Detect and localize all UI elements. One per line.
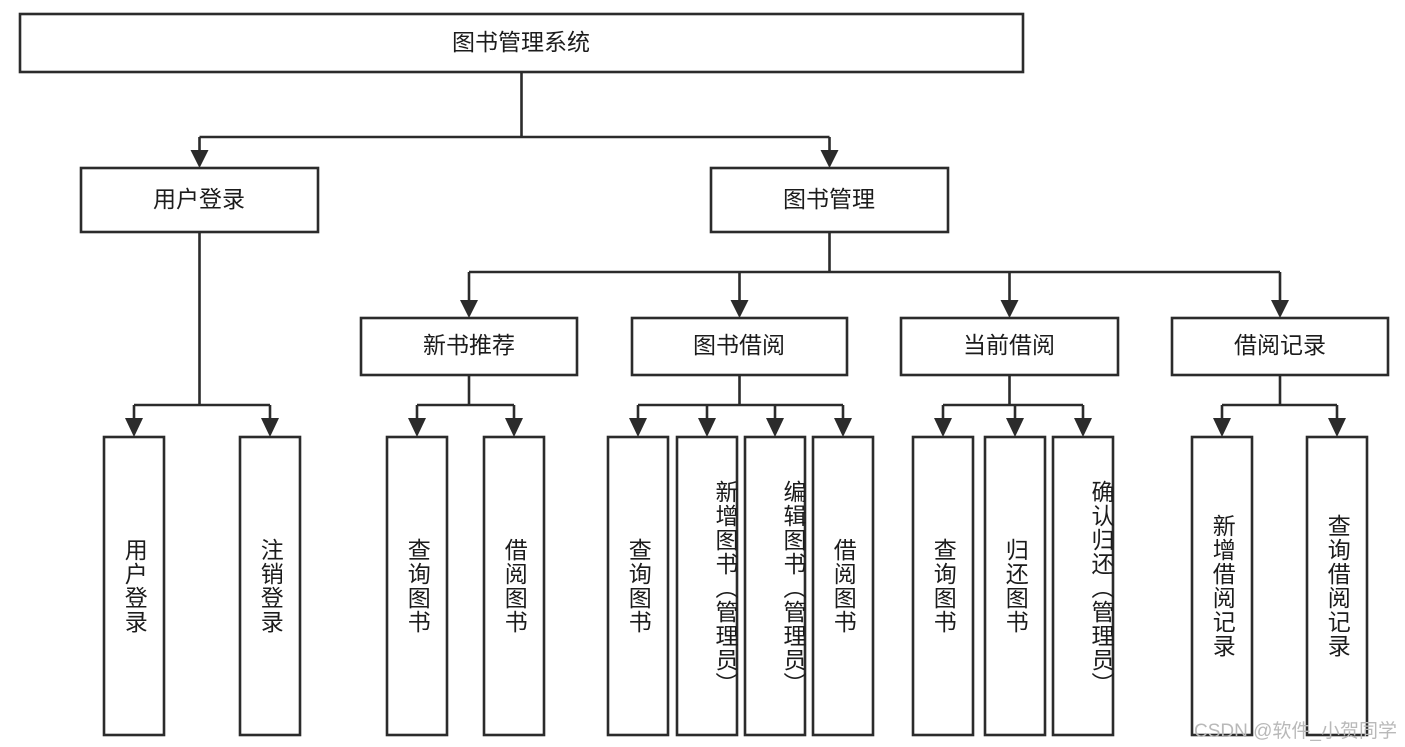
node-current-borrow-box (899, 316, 1120, 377)
arrow-head-current-borrow (1000, 300, 1019, 318)
node-book-manage[interactable]: 图书管理 (709, 166, 950, 234)
arrow-head-leaf-query-book-rec (408, 418, 426, 437)
arrow-head-new-book-rec (460, 300, 478, 318)
node-borrow-record[interactable]: 借阅记录 (1170, 316, 1390, 377)
arrow-head-leaf-edit-book (766, 418, 784, 437)
node-new-book-rec-label: 新书推荐 (423, 332, 515, 358)
connector-group-new-book-rec (408, 375, 523, 437)
node-borrow-record-label: 借阅记录 (1234, 332, 1326, 358)
node-root-box (18, 12, 1025, 74)
arrow-head-leaf-query-record (1328, 418, 1346, 437)
arrow-head-leaf-confirm-return (1074, 418, 1092, 437)
node-leaf-confirm-return-box[interactable] (1051, 435, 1115, 737)
node-root-label: 图书管理系统 (452, 29, 590, 55)
connector-group-root (190, 72, 839, 168)
node-root[interactable]: 图书管理系统 (18, 12, 1025, 74)
node-new-book-rec-box (359, 316, 579, 377)
arrow-head-book-manage (820, 150, 839, 168)
node-leaf-user-logout-box[interactable] (238, 435, 302, 737)
node-leaf-borrow-book-bb-box[interactable] (811, 435, 875, 737)
node-book-borrow-label: 图书借阅 (693, 332, 785, 358)
arrow-head-leaf-query-book-bb (629, 418, 647, 437)
node-leaf-query-book-rec-box[interactable] (385, 435, 449, 737)
arrow-head-leaf-return-book (1006, 418, 1024, 437)
node-leaf-add-record-box[interactable] (1190, 435, 1254, 737)
arrow-head-leaf-borrow-book-bb (834, 418, 852, 437)
leaf-boxes (102, 435, 1369, 737)
connector-group-book-borrow (629, 375, 852, 437)
node-leaf-edit-book-box[interactable] (743, 435, 807, 737)
node-book-manage-box (709, 166, 950, 234)
node-book-borrow-box (630, 316, 849, 377)
arrow-head-book-borrow (730, 300, 749, 318)
node-leaf-query-book-bb-box[interactable] (606, 435, 670, 737)
node-current-borrow[interactable]: 当前借阅 (899, 316, 1120, 377)
arrow-head-leaf-query-book-cb (934, 418, 952, 437)
arrow-head-leaf-user-login (125, 418, 143, 437)
node-borrow-record-box (1170, 316, 1390, 377)
node-leaf-borrow-book-rec-box[interactable] (482, 435, 546, 737)
connector-group-book-manage (460, 232, 1289, 318)
node-user-login-label: 用户登录 (153, 186, 245, 212)
node-new-book-rec[interactable]: 新书推荐 (359, 316, 579, 377)
node-leaf-query-record-box[interactable] (1305, 435, 1369, 737)
arrow-head-leaf-add-book (698, 418, 716, 437)
node-book-manage-label: 图书管理 (783, 186, 875, 212)
node-current-borrow-label: 当前借阅 (963, 332, 1055, 358)
connector-group-borrow-record (1213, 375, 1346, 437)
arrow-head-leaf-user-logout (261, 418, 279, 437)
connector-group-user-login (125, 232, 279, 437)
node-leaf-user-login-box[interactable] (102, 435, 166, 737)
arrow-head-leaf-add-record (1213, 418, 1231, 437)
arrow-head-user-login (190, 150, 209, 168)
node-leaf-query-book-cb-box[interactable] (911, 435, 975, 737)
arrow-head-borrow-record (1271, 300, 1289, 318)
node-book-borrow[interactable]: 图书借阅 (630, 316, 849, 377)
connector-group-current-borrow (934, 375, 1092, 437)
node-leaf-add-book-box[interactable] (675, 435, 739, 737)
node-user-login-box (79, 166, 320, 234)
arrow-head-leaf-borrow-book-rec (505, 418, 523, 437)
node-user-login[interactable]: 用户登录 (79, 166, 320, 234)
node-leaf-return-book-box[interactable] (983, 435, 1047, 737)
